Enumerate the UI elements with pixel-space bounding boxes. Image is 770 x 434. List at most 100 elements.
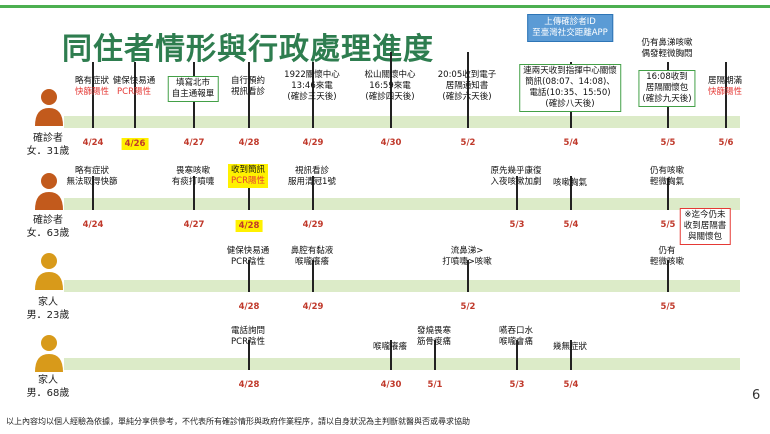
event-line: 居隔關懷包: [645, 83, 689, 93]
event-note: 幾無症狀: [553, 342, 587, 353]
event-line: 視訊看診: [230, 87, 266, 97]
page-title: 同住者情形與行政處理進度: [62, 32, 434, 67]
event-line-red: 快篩陽性: [707, 87, 743, 97]
event-line: 偶發輕微胸悶: [641, 49, 693, 59]
person-label-line: 家人: [37, 297, 58, 308]
timeline-tick: [467, 52, 469, 128]
date-label: 5/5: [660, 302, 676, 312]
date-label: 4/30: [380, 138, 402, 148]
event-line: 20:05收到電子: [437, 70, 497, 80]
event-line: 上傳確診者ID: [544, 17, 596, 27]
event-line: (確診三天後): [287, 92, 337, 102]
event-line: 連兩天收到指揮中心關懷: [523, 66, 617, 76]
event-line: 16:59來電: [369, 81, 411, 91]
timeline-tick: [390, 340, 392, 370]
timeline-tick: [248, 260, 250, 292]
timeline-tick: [248, 176, 250, 210]
event-note: 16:08收到居隔關懷包(確診九天後): [638, 70, 696, 107]
event-line: PCR陰性: [231, 337, 265, 347]
disclaimer-footer: 以上內容均以個人經驗為依據，單純分享供參考，不代表所有確診情形與政府作業程序，請…: [6, 417, 470, 426]
event-line-red: PCR陽性: [231, 176, 265, 186]
date-label: 5/6: [718, 138, 734, 148]
person-label: 確診者女．31歲: [27, 132, 70, 158]
timeline-tick: [516, 176, 518, 210]
person-label-line: 女．63歲: [26, 228, 70, 239]
event-note: 仍有咳嗽輕微胸氣: [650, 166, 684, 188]
event-line: PCR陰性: [231, 257, 265, 267]
event-line: 咳嗽胸氣: [552, 178, 588, 188]
event-line: (確診八天後): [545, 99, 595, 109]
event-line: 松山關懷中心: [364, 70, 416, 80]
date-label: 5/2: [460, 138, 476, 148]
date-label: 4/24: [82, 138, 104, 148]
event-line: 仍有咳嗽: [649, 166, 685, 176]
event-line: 收到居隔書: [683, 221, 727, 231]
event-line: 筋骨痠痛: [416, 337, 452, 347]
person-label: 家人男．68歲: [27, 374, 70, 400]
date-label: 5/4: [563, 138, 579, 148]
person-label: 確診者女．63歲: [27, 214, 70, 240]
timeline-bar: [64, 198, 740, 210]
date-label: 5/3: [509, 220, 525, 230]
event-line: 仍有: [658, 246, 676, 256]
event-note: 略有症狀快篩陽性: [75, 76, 109, 98]
event-line: ※迄今仍未: [684, 210, 726, 220]
date-label: 5/1: [427, 380, 443, 390]
event-line: 16:08收到: [646, 72, 688, 82]
event-line: 1922關懷中心: [284, 70, 340, 80]
event-note: 嚥吞口水喉嚨會痛: [499, 326, 533, 348]
person-label-line: 男．68歲: [26, 388, 70, 399]
person-icon: [34, 252, 64, 296]
date-label: 5/4: [563, 380, 579, 390]
event-line: 視訊看診: [294, 166, 330, 176]
event-line: 健保快易通: [226, 246, 270, 256]
event-note: 咳嗽胸氣: [553, 178, 587, 189]
timeline-tick: [725, 62, 727, 128]
date-label: 4/29: [302, 138, 324, 148]
event-line: 幾無症狀: [552, 342, 588, 352]
timeline-tick: [312, 62, 314, 128]
top-rule: [0, 5, 770, 8]
event-note: 鼻腔有黏液喉嚨癢癢: [291, 246, 334, 268]
person-label-line: 男．23歲: [26, 310, 70, 321]
event-line: 喉嚨會痛: [498, 337, 534, 347]
event-line: 略有症狀: [74, 76, 110, 86]
person-label-line: 確診者: [32, 215, 63, 226]
event-note: 畏寒咳嗽有痰打噴嚏: [172, 166, 215, 188]
event-line-red: PCR陽性: [117, 87, 151, 97]
event-line: 畏寒咳嗽: [175, 166, 211, 176]
timeline-tick: [193, 176, 195, 210]
person-label-line: 女．31歲: [26, 146, 70, 157]
person-label: 家人男．23歲: [27, 296, 70, 322]
timeline-tick: [248, 340, 250, 370]
event-line-red: 快篩陽性: [74, 87, 110, 97]
person-label-line: 家人: [37, 375, 58, 386]
timeline-tick: [248, 62, 250, 128]
timeline-tick: [570, 176, 572, 210]
event-line: 輕微胸氣: [649, 177, 685, 187]
timeline-bar: [64, 358, 740, 370]
date-label: 4/28: [238, 380, 260, 390]
event-note: 發燒畏寒筋骨痠痛: [417, 326, 451, 348]
timeline-tick: [92, 62, 94, 128]
event-note: ※迄今仍未收到居隔書與關懷包: [679, 208, 731, 245]
date-label: 4/28: [235, 220, 263, 232]
event-line: 輕微咳嗽: [649, 257, 685, 267]
timeline-tick: [667, 178, 669, 210]
event-note: 視訊看診服用清冠1號: [288, 166, 336, 188]
date-label: 4/27: [183, 220, 205, 230]
event-line: 流鼻涕>: [450, 246, 484, 256]
timeline-tick: [92, 176, 94, 210]
event-note: 自行預約視訊看診: [231, 76, 265, 98]
timeline-tick: [434, 340, 436, 370]
event-line: 收到簡訊: [230, 165, 266, 175]
event-note: 流鼻涕>打噴嚏>咳嗽: [442, 246, 492, 268]
timeline-tick: [516, 340, 518, 370]
event-line: 健保快易通: [112, 76, 156, 86]
event-line: 有痰打噴嚏: [171, 177, 215, 187]
date-label: 4/28: [238, 302, 260, 312]
event-line: 居隔期滿: [707, 76, 743, 86]
